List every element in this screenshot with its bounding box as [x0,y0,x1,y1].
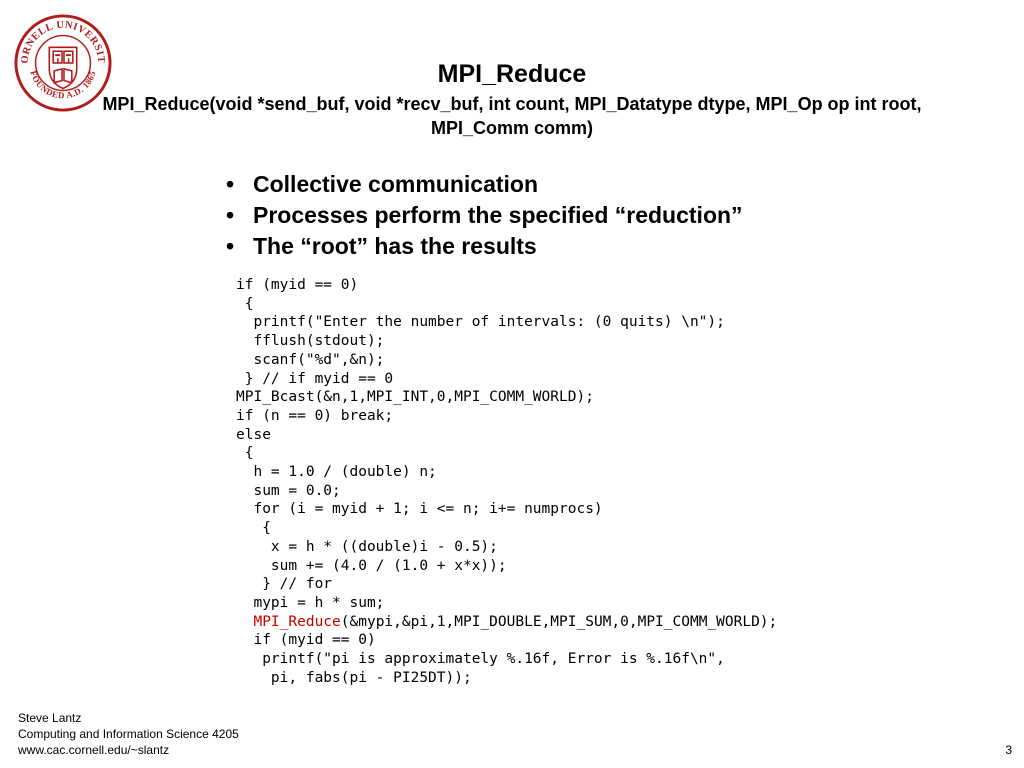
bullet-list: Collective communication Processes perfo… [222,169,743,262]
code-line: sum += (4.0 / (1.0 + x*x)); [236,557,507,574]
code-line: { [236,445,254,462]
code-line: if (myid == 0) [236,277,359,293]
code-line: MPI_Bcast(&n,1,MPI_INT,0,MPI_COMM_WORLD)… [236,389,594,406]
footer-course: Computing and Information Science 4205 [18,727,239,741]
code-block: if (myid == 0) { printf("Enter the numbe… [236,276,777,687]
code-line: pi, fabs(pi - PI25DT)); [236,669,472,686]
code-line: sum = 0.0; [236,482,341,499]
slide-footer: Steve Lantz Computing and Information Sc… [18,710,239,758]
bullet-item: The “root” has the results [222,231,743,262]
footer-url: www.cac.cornell.edu/~slantz [18,743,170,757]
code-indent [236,614,253,630]
function-signature: MPI_Reduce(void *send_buf, void *recv_bu… [102,94,922,138]
code-line-reduce: MPI_Reduce(&mypi,&pi,1,MPI_DOUBLE,MPI_SU… [236,613,777,632]
code-line: { [236,520,271,537]
footer-author: Steve Lantz [18,711,82,725]
cornell-seal-icon: CORNELL UNIVERSITY FOUNDED A.D. 1865 [14,14,112,112]
code-line: printf("Enter the number of intervals: (… [236,314,725,331]
code-line: else [236,426,271,443]
code-line: mypi = h * sum; [236,594,385,611]
code-args: (&mypi,&pi,1,MPI_DOUBLE,MPI_SUM,0,MPI_CO… [340,613,778,630]
code-line: h = 1.0 / (double) n; [236,464,437,481]
code-line: printf("pi is approximately %.16f, Error… [236,651,725,668]
slide-title: MPI_Reduce [437,60,587,88]
bullet-item: Processes perform the specified “reducti… [222,200,743,231]
mpi-reduce-keyword: MPI_Reduce [253,613,341,630]
page-number: 3 [1005,743,1012,757]
code-line: } // for [236,576,333,593]
code-line: { [236,295,254,312]
code-line: x = h * ((double)i - 0.5); [236,538,498,555]
code-line: } // if myid == 0 [236,370,394,387]
code-line: if (myid == 0) [236,632,376,649]
code-line: fflush(stdout); [236,333,385,350]
code-line: if (n == 0) break; [236,407,394,424]
bullet-item: Collective communication [222,169,743,200]
code-line: scanf("%d",&n); [236,351,385,368]
code-line: for (i = myid + 1; i <= n; i+= numprocs) [236,501,603,518]
